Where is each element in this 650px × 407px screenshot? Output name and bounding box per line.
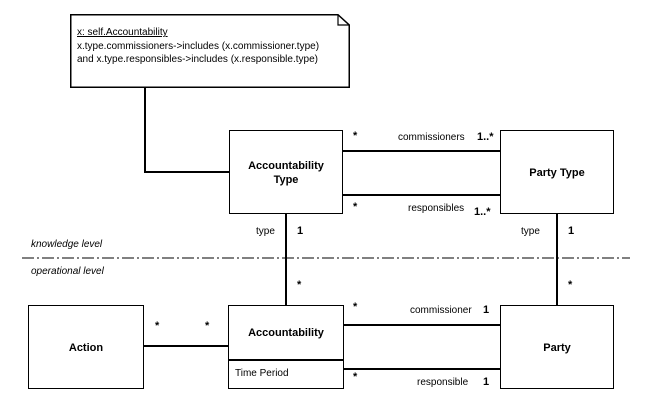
note-shape	[70, 14, 350, 88]
role-responsibles: responsibles	[408, 203, 465, 214]
mult-type-left-one: 1	[297, 225, 304, 237]
mult-star-commissioners: *	[353, 130, 358, 142]
mult-star-responsibles: *	[353, 201, 358, 213]
accountability-type-label-line-2: Type	[273, 174, 299, 186]
mult-commissioner-one: 1	[483, 304, 490, 316]
role-responsible: responsible	[417, 377, 469, 388]
party-type-label: Party Type	[529, 167, 585, 179]
attribute-time-period: Time Period	[235, 368, 289, 379]
operational-level-label: operational level	[31, 266, 104, 277]
class-party-type[interactable]: Party Type	[500, 130, 614, 214]
mult-star-responsible: *	[353, 371, 358, 383]
constraint-note: x: self.Accountability x.type.commission…	[70, 14, 350, 88]
association-responsibles	[343, 194, 500, 196]
mult-type-right-star: *	[568, 279, 573, 291]
class-accountability[interactable]: Accountability Time Period	[228, 305, 344, 389]
class-action[interactable]: Action	[28, 305, 144, 389]
mult-type-left-star: *	[297, 279, 302, 291]
accountability-type-label-line-1: Accountability	[248, 160, 324, 172]
association-commissioner	[344, 324, 500, 326]
association-action-accountability	[144, 345, 228, 347]
association-responsible	[344, 368, 500, 370]
role-commissioners: commissioners	[398, 132, 465, 143]
mult-responsibles: 1..*	[474, 206, 491, 218]
level-separator	[22, 257, 630, 259]
note-line-2: and x.type.responsibles->includes (x.res…	[77, 54, 318, 65]
note-connector-horizontal	[144, 171, 229, 173]
role-commissioner: commissioner	[410, 305, 472, 316]
mult-responsible-one: 1	[483, 376, 490, 388]
accountability-label: Accountability	[248, 327, 324, 339]
association-party-type	[556, 214, 558, 305]
mult-accountability-star: *	[205, 320, 210, 332]
party-label: Party	[543, 342, 571, 354]
class-accountability-type[interactable]: Accountability Type	[229, 130, 343, 214]
attribute-divider	[229, 359, 343, 361]
association-commissioners	[343, 150, 500, 152]
note-connector-vertical	[144, 88, 146, 172]
note-title: x: self.Accountability	[77, 27, 168, 38]
note-line-1: x.type.commissioners->includes (x.commis…	[77, 40, 320, 52]
role-type-right: type	[521, 226, 540, 237]
class-party[interactable]: Party	[500, 305, 614, 389]
action-label: Action	[68, 342, 104, 354]
mult-action-star: *	[155, 320, 160, 332]
role-type-left: type	[256, 226, 275, 237]
note-text: x: self.Accountability x.type.commission…	[77, 26, 319, 67]
association-accountability-type	[285, 214, 287, 305]
mult-star-commissioner: *	[353, 301, 358, 313]
mult-commissioners: 1..*	[477, 131, 494, 143]
accountability-type-label: Accountability Type	[230, 159, 342, 187]
knowledge-level-label: knowledge level	[31, 239, 103, 250]
mult-type-right-one: 1	[568, 225, 575, 237]
